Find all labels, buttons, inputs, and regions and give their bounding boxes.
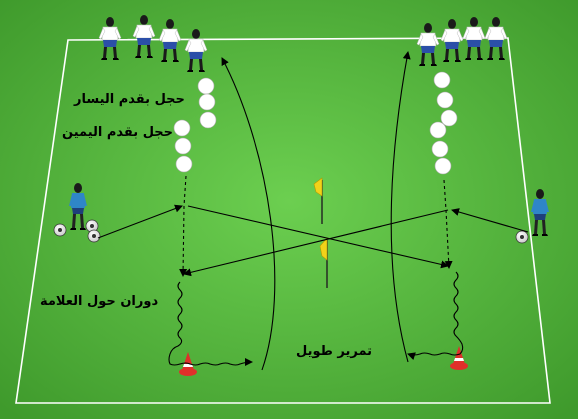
cone-left [179,352,197,376]
movement-arrows [97,51,529,371]
label-hop-right-foot: حجل بقدم اليمين [62,125,174,140]
label-long-pass: تمرير طويل [296,344,373,359]
flag-upper [313,177,323,224]
pitch-boundary [15,37,551,404]
cone-right [450,346,468,370]
label-hop-left-foot: حجل بقدم اليسار [74,92,185,107]
label-dribble-around-cone: دوران حول العلامة [40,294,159,309]
flag-lower [319,237,328,288]
ball-right [515,230,529,244]
